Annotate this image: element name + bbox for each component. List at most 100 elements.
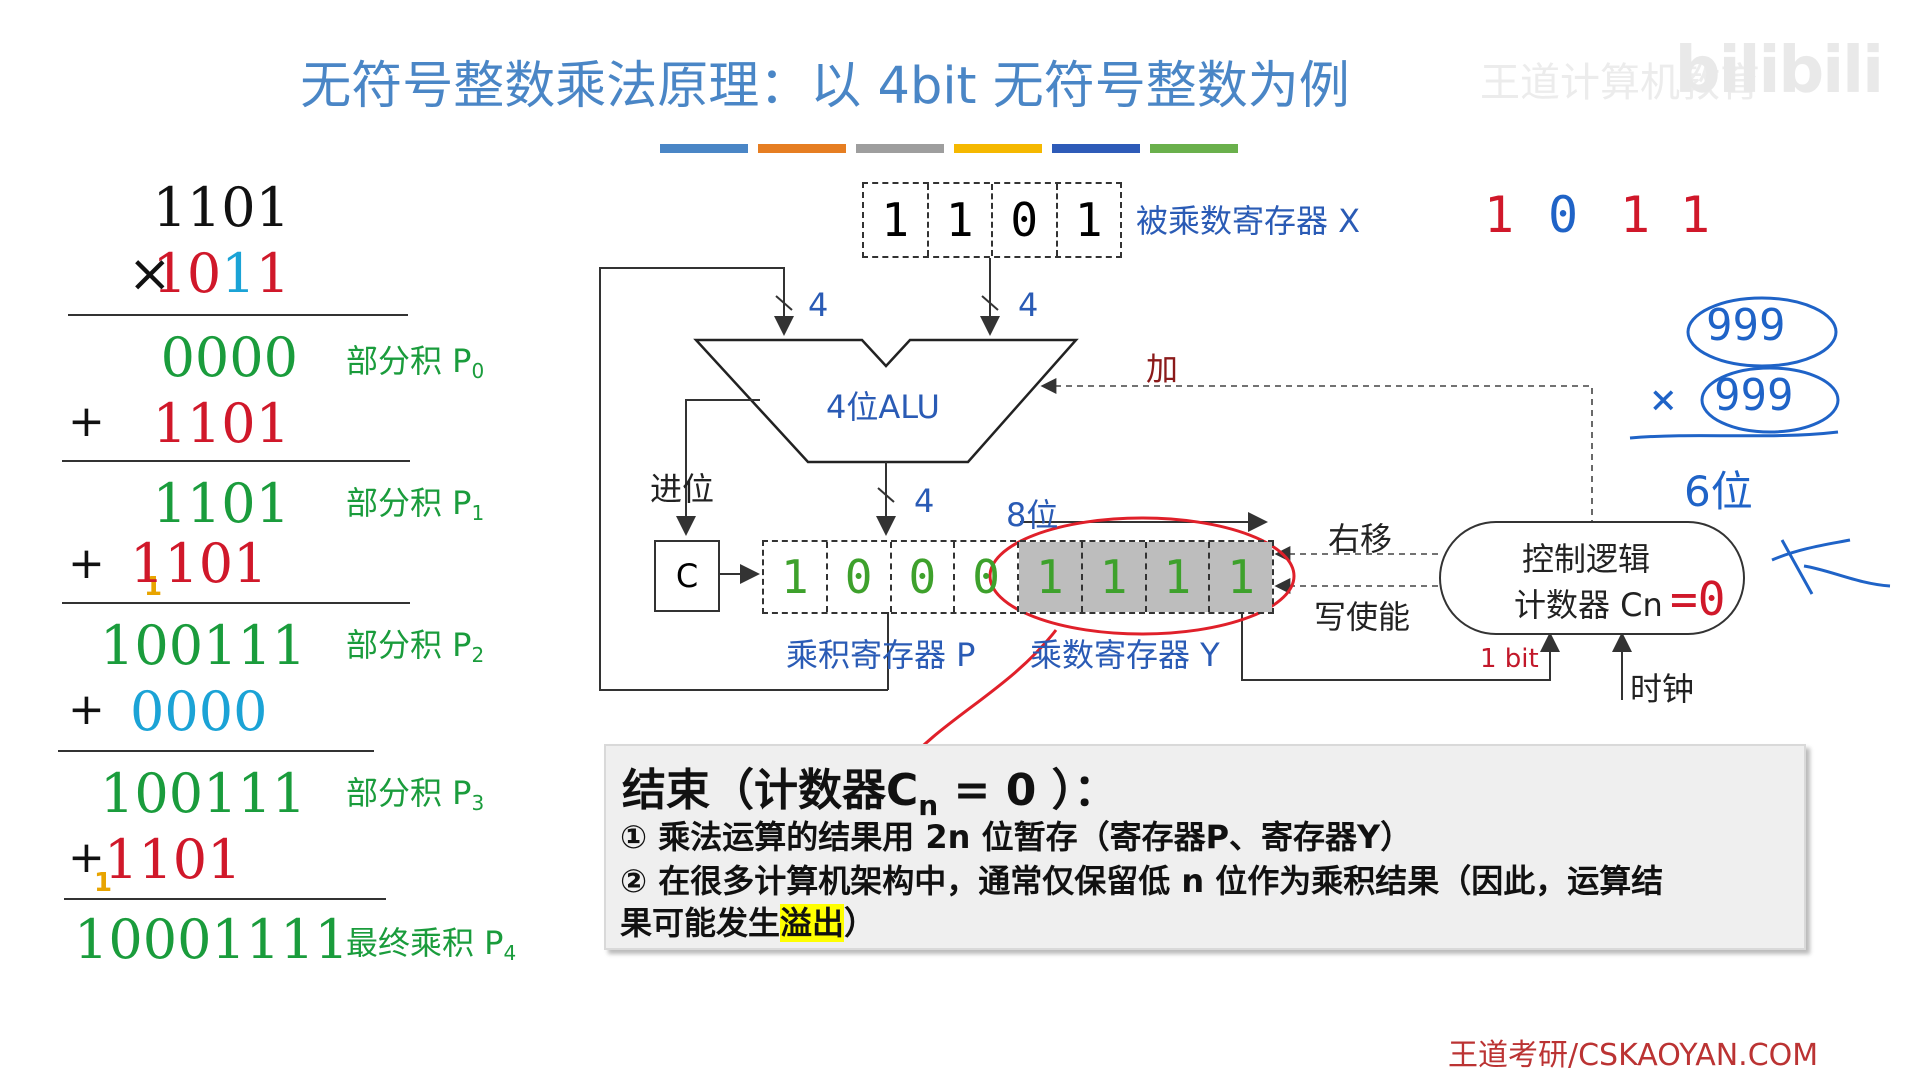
label-sub: 2 [471, 643, 485, 667]
label-text: 最终乘积 P [346, 924, 504, 962]
note-title-text: 结束（计数器C [622, 765, 919, 816]
addend-value: 1101 [104, 828, 242, 891]
partial-product-value: 100111 [100, 762, 307, 825]
p-register-bit: 0 [955, 542, 1019, 612]
scribble-times: × [1650, 374, 1677, 425]
color-bar-blue [660, 144, 748, 153]
p-register-bit: 0 [828, 542, 892, 612]
partial-product-label: 部分积 P1 [346, 478, 484, 525]
bus-width-label: 4 [914, 482, 935, 520]
x-register-bit: 1 [1074, 193, 1103, 247]
y-register-bit: 1 [1019, 542, 1083, 612]
divider-line [68, 314, 408, 316]
color-bar-gray [856, 144, 944, 153]
scribble-top: 999 [1706, 300, 1786, 351]
color-bar-navy [1052, 144, 1140, 153]
multiplier: 1011 [130, 242, 290, 305]
scribble-result: 6位 [1684, 467, 1753, 516]
note-line-2: ② 在很多计算机架构中，通常仅保留低 n 位作为乘积结果（因此，运算结 [620, 862, 1664, 900]
control-logic-label: 控制逻辑 [1522, 540, 1651, 578]
p-register-bit: 1 [764, 542, 828, 612]
plus-sign: + [68, 684, 105, 735]
y-register-bit: 1 [1082, 542, 1147, 612]
counter-label: 计数器 Cn [1514, 586, 1663, 624]
label-text: 部分积 P [346, 626, 472, 664]
page-title: 无符号整数乘法原理：以 4bit 无符号整数为例 [300, 57, 1350, 116]
footer-brand: 王道考研/CSKAOYAN.COM [1448, 1038, 1819, 1073]
addend-value: 1101 [130, 532, 268, 595]
p-register-bit: 0 [892, 542, 956, 612]
one-bit-label: 1 bit [1480, 644, 1539, 674]
alu-shape [693, 338, 1079, 464]
note-title-sub: n [918, 788, 939, 822]
y-register-bit: 1 [1146, 542, 1211, 612]
multiplicand: 1101 [152, 176, 290, 239]
multiplier-digit: 1 [221, 242, 256, 305]
handwritten-bit: 0 [1548, 186, 1579, 244]
eight-bit-label: 8位 [1006, 496, 1059, 534]
handwritten-bit: 1 [1680, 186, 1711, 244]
carry-flag-c: C [654, 540, 720, 612]
x-register-bit: 1 [864, 184, 929, 256]
plus-sign: + [68, 538, 105, 589]
watermark-text: 王道计算机教育 [1480, 60, 1760, 106]
multiplier-digit: 1 [255, 242, 290, 305]
divider-line [64, 898, 386, 900]
plus-sign: + [68, 832, 105, 883]
multiplier-digit: 1 [152, 242, 187, 305]
partial-product-value: 100111 [100, 614, 307, 677]
write-enable-label: 写使能 [1314, 598, 1411, 636]
divider-line [62, 602, 410, 604]
partial-product-label: 部分积 P2 [346, 620, 484, 667]
product-register-row: 1 0 0 0 1 1 1 1 [762, 540, 1274, 614]
shift-right-label: 右移 [1328, 520, 1393, 558]
scribble-bottom: 999 [1714, 370, 1794, 421]
label-text: 部分积 P [346, 484, 472, 522]
divider-line [62, 460, 410, 462]
alu-label: 4位ALU [826, 388, 940, 426]
partial-product-label: 部分积 P0 [346, 336, 484, 383]
y-register-label: 乘数寄存器 Y [1030, 636, 1220, 674]
control-logic-box [1439, 521, 1745, 635]
label-text: 部分积 P [346, 774, 472, 812]
note-title-tail: = 0 ）： [938, 765, 1118, 816]
color-bar-yellow [954, 144, 1042, 153]
bilibili-logo: bilibili [1674, 34, 1884, 108]
note-line-3: 果可能发生溢出） [620, 898, 876, 944]
carry-label: 进位 [650, 470, 715, 508]
color-bar-green [1150, 144, 1238, 153]
partial-product-value: 0000 [160, 326, 298, 389]
plus-sign: + [68, 396, 105, 447]
label-sub: 1 [471, 501, 485, 525]
p-register-label: 乘积寄存器 P [786, 636, 976, 674]
label-text: 部分积 P [346, 342, 472, 380]
color-bar-orange [758, 144, 846, 153]
note-line-1: ① 乘法运算的结果用 2n 位暂存（寄存器P、寄存器Y） [620, 818, 1413, 856]
partial-product-label: 部分积 P3 [346, 768, 484, 815]
add-label: 加 [1146, 350, 1179, 388]
x-register: 1 1 0 1 [862, 182, 1122, 258]
multiplier-digit: 0 [186, 242, 222, 305]
handwritten-bit: 1 [1484, 186, 1515, 244]
times-sign: × [128, 244, 172, 304]
bus-width-label: 4 [1018, 286, 1039, 324]
counter-zero-handwritten: =0 [1670, 572, 1726, 626]
note-title: 结束（计数器Cn = 0 ）： [622, 754, 1118, 822]
bus-width-label: 4 [808, 286, 829, 324]
x-register-label: 被乘数寄存器 X [1136, 202, 1361, 240]
final-product-label: 最终乘积 P4 [346, 918, 516, 965]
partial-product-value: 1101 [152, 472, 290, 535]
end-condition-note: 结束（计数器Cn = 0 ）： ① 乘法运算的结果用 2n 位暂存（寄存器P、寄… [604, 744, 1806, 950]
carry-digit: 1 [94, 868, 113, 898]
y-register-bit: 1 [1210, 542, 1272, 612]
overflow-highlight: 溢出 [780, 904, 845, 942]
label-sub: 0 [471, 359, 485, 383]
label-sub: 3 [471, 791, 485, 815]
x-register-bit: 0 [993, 184, 1058, 256]
carry-digit: 1 [144, 572, 163, 602]
clock-label: 时钟 [1630, 670, 1695, 708]
x-register-bit: 1 [929, 184, 993, 256]
handwritten-bit: 1 [1620, 186, 1651, 244]
addend-value: 1101 [152, 392, 290, 455]
note-text: 果可能发生 [620, 904, 781, 942]
